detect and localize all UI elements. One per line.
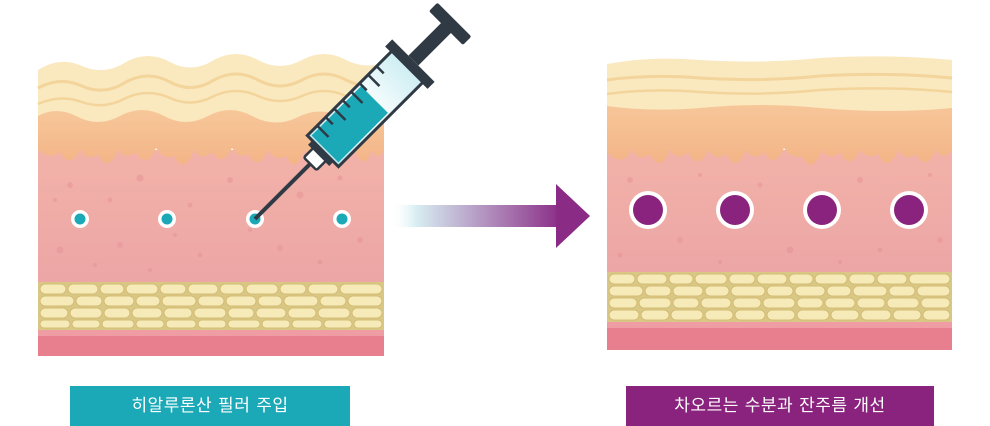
dermis-texture	[53, 174, 363, 272]
dermis-texture	[617, 173, 943, 264]
filler-dot	[336, 213, 348, 225]
filler-dots-large	[629, 191, 928, 229]
surface-line	[606, 87, 953, 96]
stratum-corneum	[607, 56, 952, 111]
fat-cells	[39, 283, 383, 329]
epidermis-layer	[607, 100, 952, 165]
caption-before: 히알루론산 필러 주입	[70, 386, 350, 426]
dermis-layer	[38, 150, 384, 290]
syringe-icon	[253, 3, 471, 221]
muscle-highlight	[607, 322, 952, 328]
gradient-arrow-icon	[390, 184, 590, 248]
skin-after	[606, 56, 953, 350]
fat-cells	[608, 273, 951, 321]
surface-line	[37, 72, 385, 92]
surface-line	[37, 89, 385, 107]
filler-dot	[74, 213, 86, 225]
epidermis-layer	[38, 108, 384, 165]
filler-dot	[633, 195, 663, 225]
filler-dot	[807, 195, 837, 225]
caption-after: 차오르는 수분과 잔주름 개선	[626, 386, 934, 426]
filler-dot	[161, 213, 173, 225]
filler-dot	[720, 195, 750, 225]
muscle-highlight	[38, 330, 384, 336]
skin-before	[37, 54, 385, 356]
stratum-corneum	[38, 54, 384, 123]
filler-dot	[894, 195, 924, 225]
surface-line	[606, 72, 953, 82]
